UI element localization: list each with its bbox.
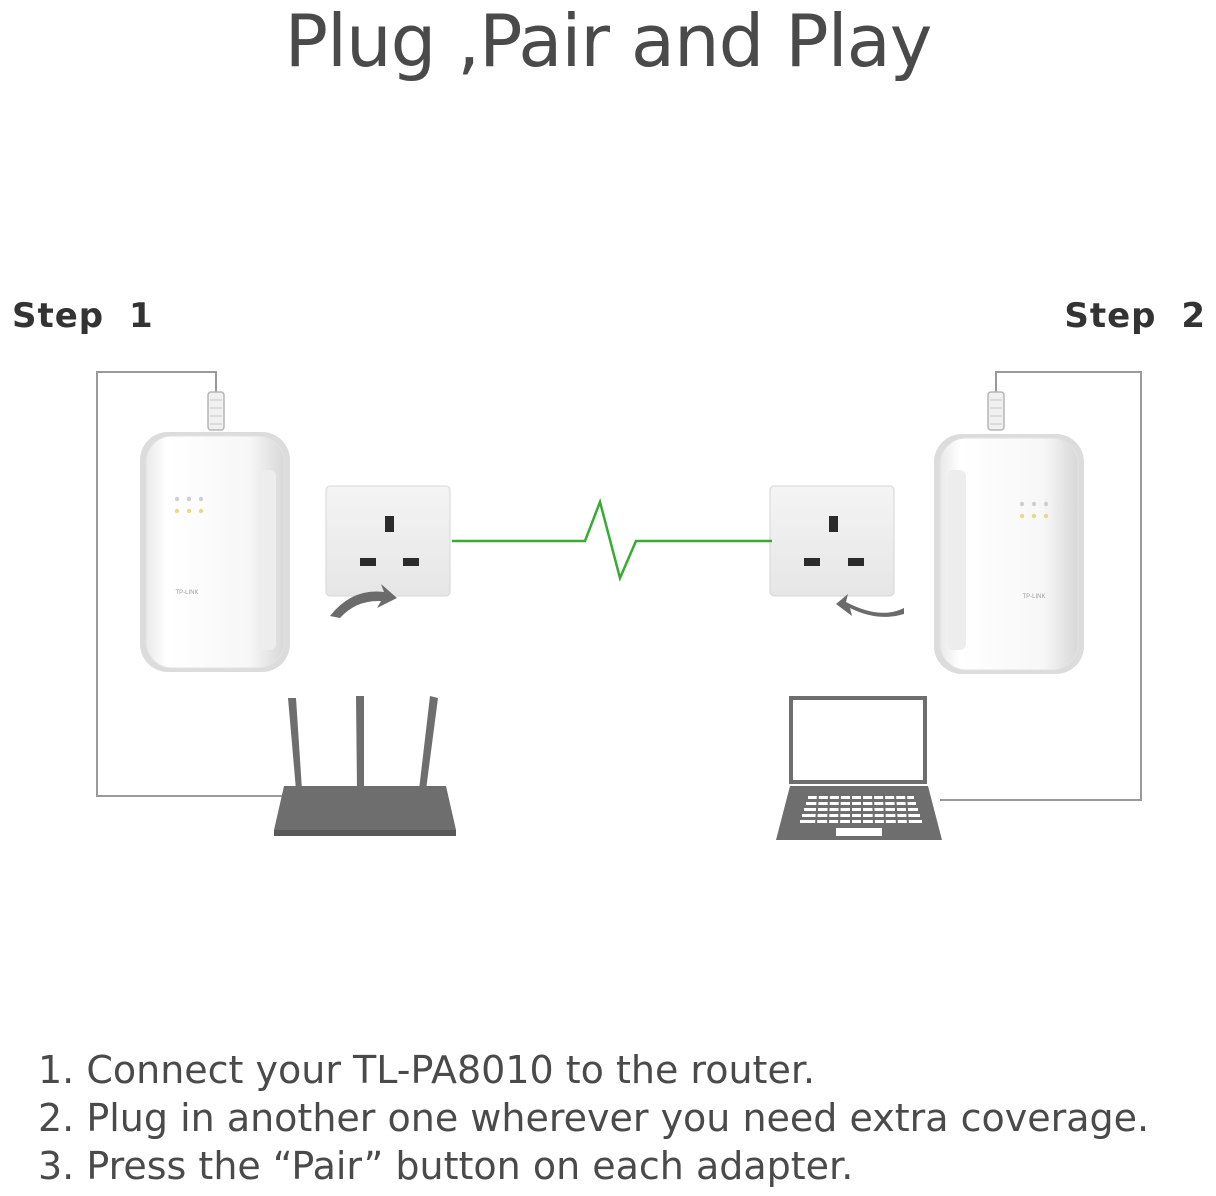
laptop-icon xyxy=(776,696,942,840)
page-title: Plug ,Pair and Play xyxy=(284,0,933,83)
curved-arrow-icon xyxy=(836,594,904,617)
adapter-brand-label: TP-LINK xyxy=(1022,594,1045,600)
signal-zigzag-icon xyxy=(452,497,772,582)
ethernet-cable-left xyxy=(96,371,285,797)
router-icon xyxy=(274,696,456,836)
instructions-list: 1. Connect your TL-PA8010 to the router.… xyxy=(38,1046,1149,1190)
instruction-item: 1. Connect your TL-PA8010 to the router. xyxy=(38,1048,816,1092)
powerline-adapter-icon: TP-LINK xyxy=(934,434,1084,674)
step-1-label: Step 1 xyxy=(12,296,154,336)
instruction-item: 3. Press the “Pair” button on each adapt… xyxy=(38,1144,854,1188)
ethernet-plug-icon xyxy=(207,391,225,431)
powerline-adapter-icon: TP-LINK xyxy=(140,432,290,672)
step-2-label: Step 2 xyxy=(1064,296,1206,336)
curved-arrow-icon xyxy=(330,584,397,618)
adapter-brand-label: TP-LINK xyxy=(175,590,198,596)
wall-socket-icon xyxy=(769,485,895,597)
ethernet-cable-right xyxy=(940,371,1142,801)
wall-socket-icon xyxy=(325,485,451,597)
instruction-item: 2. Plug in another one wherever you need… xyxy=(38,1096,1150,1140)
ethernet-plug-icon xyxy=(987,391,1005,431)
